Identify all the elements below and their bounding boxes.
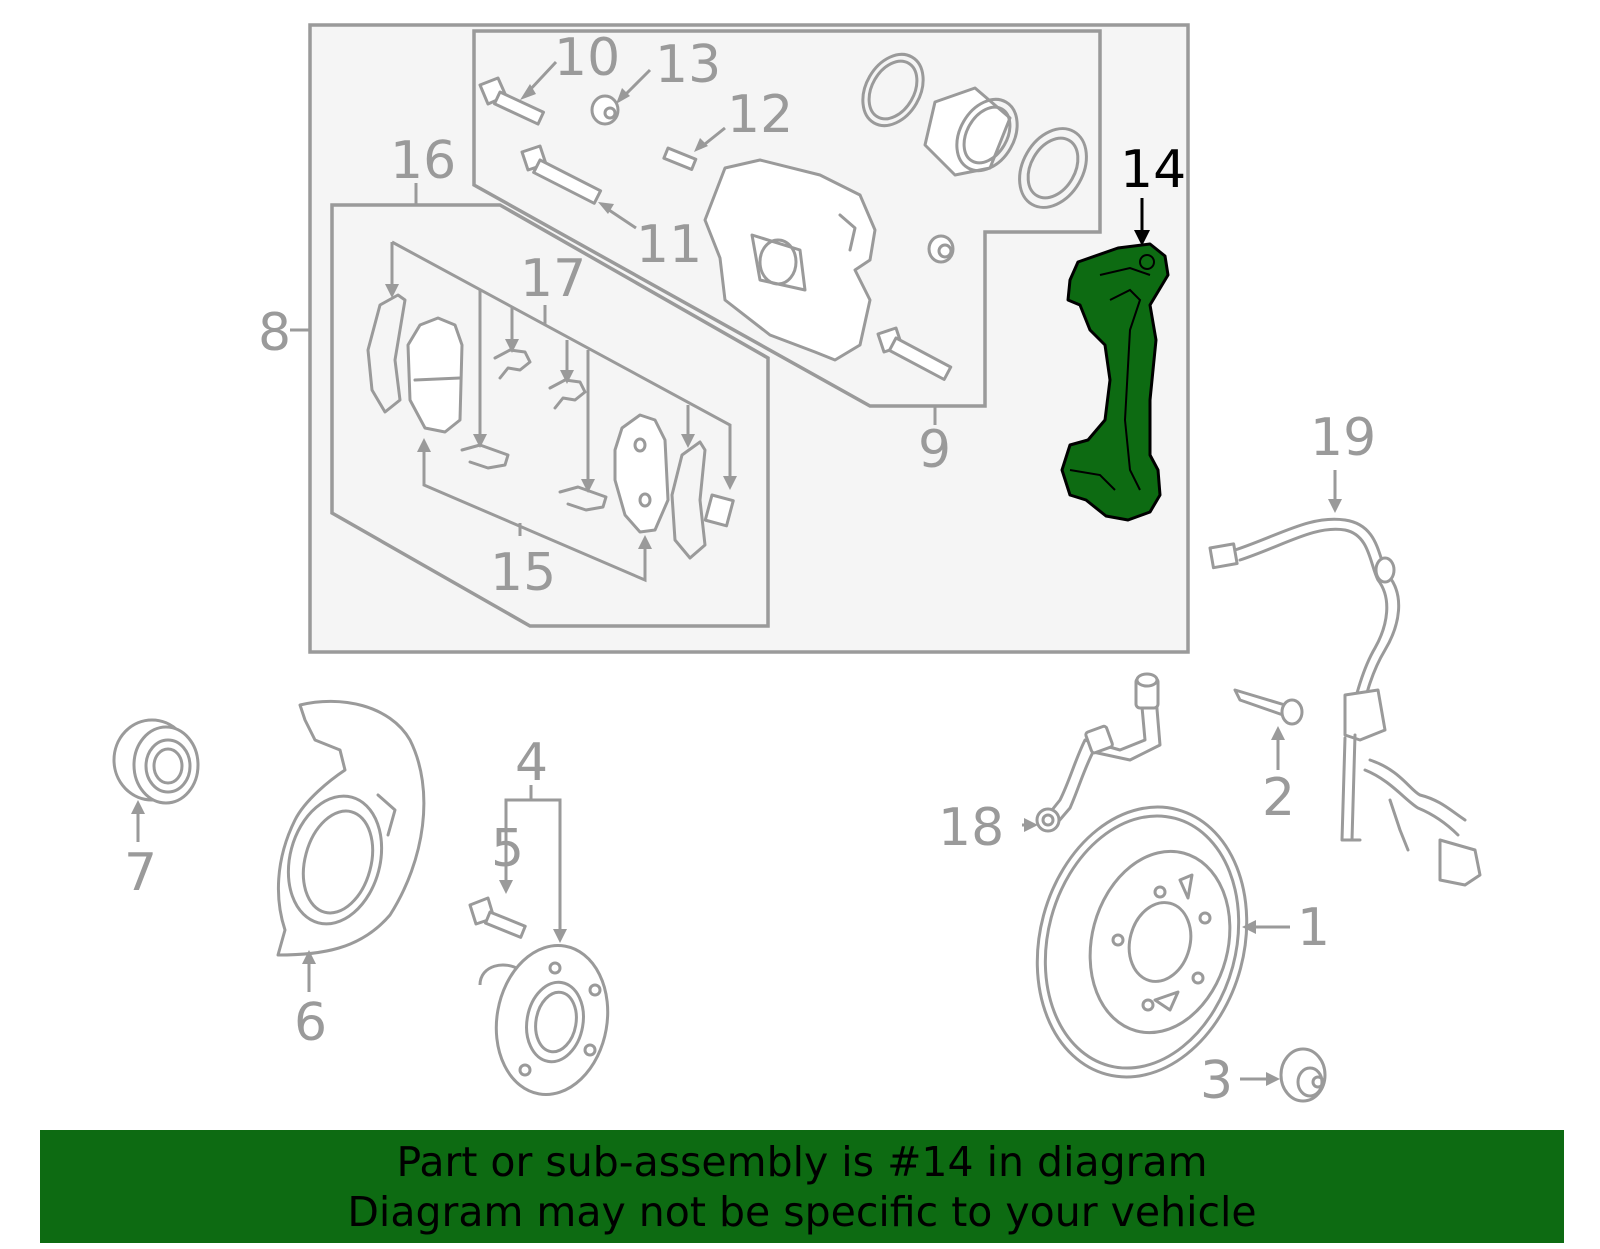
banner-line-2: Diagram may not be specific to your vehi… — [347, 1187, 1257, 1236]
bolt-10 — [478, 76, 546, 126]
callout-6: 6 — [294, 993, 327, 1053]
caliper-subgroup-box — [472, 29, 1102, 408]
screw-2 — [1233, 688, 1304, 726]
shim-right — [670, 440, 707, 560]
clip-lower-1 — [460, 443, 510, 470]
wheel-hub-4 — [478, 944, 610, 1096]
wear-sensor — [703, 493, 735, 528]
pad-kit-box — [330, 203, 770, 628]
dust-boot — [1018, 127, 1088, 209]
brake-pad-outer — [613, 413, 670, 534]
callout-1: 1 — [1297, 898, 1330, 958]
hub-bolt-5 — [468, 896, 527, 939]
callout-14: 14 — [1120, 140, 1186, 200]
part-notice-banner: Part or sub-assembly is #14 in diagram D… — [40, 1130, 1564, 1243]
caliper-bracket-14 — [1060, 242, 1170, 522]
callout-10: 10 — [554, 28, 620, 88]
arrow-14 — [1134, 230, 1150, 246]
callout-13: 13 — [655, 35, 721, 95]
caliper-housing — [703, 158, 877, 362]
callout-9: 9 — [918, 420, 951, 480]
guide-pin-11 — [520, 144, 603, 205]
banner-line-1: Part or sub-assembly is #14 in diagram — [396, 1137, 1208, 1186]
shim-left — [366, 293, 407, 414]
callout-12: 12 — [727, 85, 793, 145]
callout-19: 19 — [1310, 408, 1376, 468]
callout-7: 7 — [124, 843, 157, 903]
hub-nut-3 — [1279, 1047, 1327, 1103]
callout-5: 5 — [491, 819, 524, 879]
dust-shield-6 — [276, 699, 426, 957]
nut-13 — [590, 94, 620, 126]
clip-lower-2 — [558, 485, 608, 512]
guide-pin-lower — [876, 326, 953, 381]
brake-pad-inner — [406, 316, 464, 434]
callout-17: 17 — [520, 249, 586, 309]
bleeder-12 — [662, 146, 698, 171]
callout-3: 3 — [1200, 1051, 1233, 1111]
brake-rotor-1 — [1035, 805, 1249, 1079]
piston — [923, 86, 1019, 177]
callout-4: 4 — [515, 733, 548, 793]
callout-16: 16 — [390, 131, 456, 191]
clip-upper-1 — [493, 348, 532, 380]
small-boot — [927, 234, 955, 264]
callout-8: 8 — [258, 303, 291, 363]
callout-18: 18 — [938, 798, 1004, 858]
piston-seal — [861, 52, 925, 128]
abs-sensor-19 — [1208, 517, 1482, 887]
callout-11: 11 — [636, 215, 702, 275]
wheel-bearing-7 — [112, 718, 200, 805]
callout-2: 2 — [1262, 768, 1295, 828]
brake-hose-18 — [1035, 672, 1162, 833]
callout-15: 15 — [490, 543, 556, 603]
